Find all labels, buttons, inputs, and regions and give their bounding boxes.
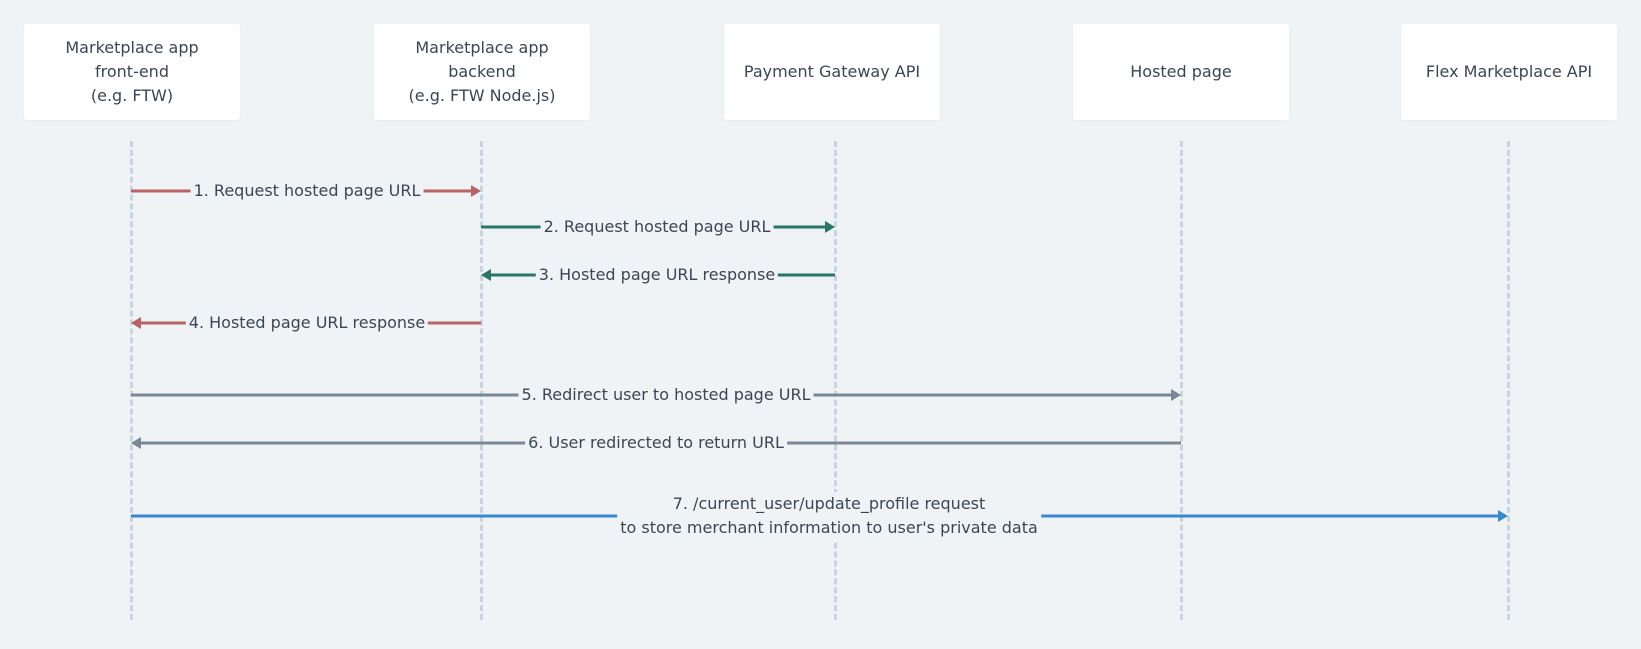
- message-5-arrowhead: [1171, 389, 1181, 401]
- lifeline-frontend: [130, 141, 133, 620]
- message-2-arrowhead: [825, 221, 835, 233]
- message-6-arrowhead: [131, 437, 141, 449]
- actor-gateway-label: Payment Gateway API: [743, 62, 921, 81]
- message-5-label: 5. Redirect user to hosted page URL: [518, 383, 814, 407]
- message-4-arrowhead: [131, 317, 141, 329]
- message-7-label: 7. /current_user/update_profile request …: [617, 492, 1041, 540]
- actor-backend-label: Marketplace app backend (e.g. FTW Node.j…: [408, 38, 556, 105]
- actor-frontend-label: Marketplace app front-end (e.g. FTW): [65, 38, 199, 105]
- message-1-label: 1. Request hosted page URL: [190, 179, 424, 203]
- message-2-label: 2. Request hosted page URL: [540, 215, 774, 239]
- lifeline-flex-api: [1507, 141, 1510, 620]
- lifeline-hosted-page: [1180, 141, 1183, 620]
- actor-flex-api: Flex Marketplace API: [1401, 24, 1617, 120]
- message-1-arrowhead: [471, 185, 481, 197]
- message-6-label: 6. User redirected to return URL: [525, 431, 787, 455]
- actor-frontend: Marketplace app front-end (e.g. FTW): [24, 24, 240, 120]
- actor-hosted-page: Hosted page: [1073, 24, 1289, 120]
- lifeline-gateway: [834, 141, 837, 620]
- message-3-arrowhead: [481, 269, 491, 281]
- actor-gateway: Payment Gateway API: [724, 24, 940, 120]
- actor-backend: Marketplace app backend (e.g. FTW Node.j…: [374, 24, 590, 120]
- message-4-label: 4. Hosted page URL response: [185, 311, 429, 335]
- lifeline-backend: [480, 141, 483, 620]
- actor-flex-api-label: Flex Marketplace API: [1425, 62, 1593, 81]
- actor-hosted-page-label: Hosted page: [1130, 62, 1232, 81]
- message-3-label: 3. Hosted page URL response: [535, 263, 779, 287]
- message-7-arrowhead: [1498, 510, 1508, 522]
